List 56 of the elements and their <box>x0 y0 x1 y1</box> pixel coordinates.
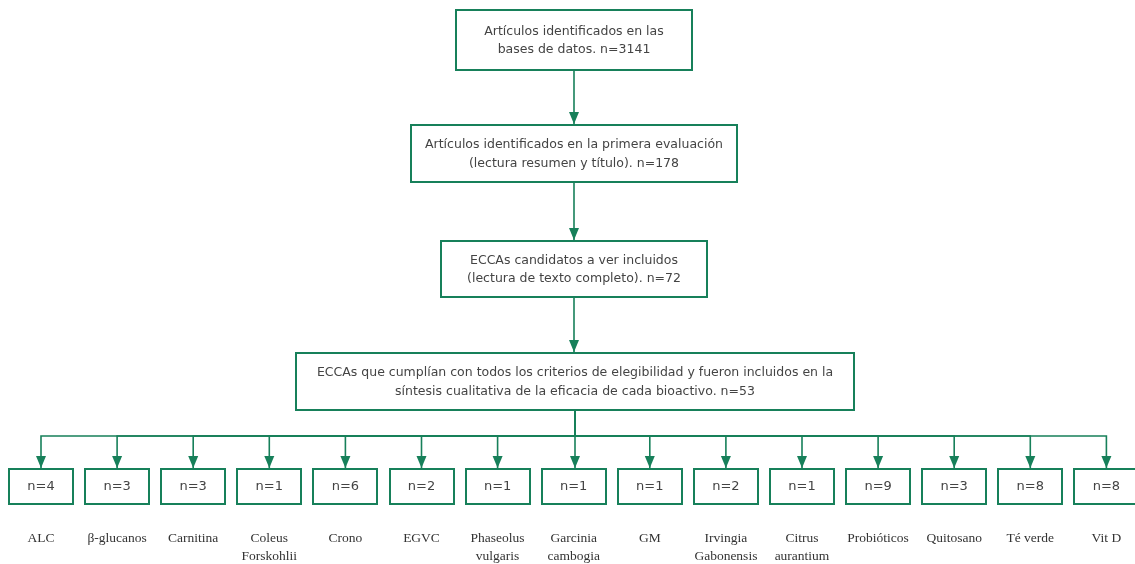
box-text: n=2 <box>712 477 740 496</box>
process-box <box>997 468 1064 505</box>
category-label: GM <box>637 529 662 547</box>
process-box <box>388 468 455 505</box>
process-box <box>160 468 227 505</box>
box-text: n=2 <box>407 477 436 496</box>
process-box <box>464 468 531 505</box>
category-label: EGVC <box>402 529 441 547</box>
process-box <box>312 468 379 505</box>
category-label: Crono <box>327 529 364 547</box>
box-text: n=3 <box>103 477 131 496</box>
box-text: n=1 <box>560 477 588 496</box>
category-label: ALC <box>26 529 56 547</box>
category-label: Té verde <box>1005 529 1056 547</box>
category-label: β-glucanos <box>86 529 148 547</box>
process-box <box>1073 468 1135 505</box>
arrow <box>569 182 579 241</box>
category-label: Quitosano <box>925 529 983 547</box>
arrow <box>569 70 579 125</box>
box-text: n=1 <box>636 477 664 496</box>
box-text: n=6 <box>331 477 360 496</box>
box-text: n=3 <box>940 477 968 496</box>
box-text: ECCAs que cumplían con todos los criterios de elegibilidad y fueron incluidos en la síntesis cualitativa de la eficacia de cada bioactivo. n=53 <box>315 363 835 400</box>
box-text: n=1 <box>255 477 283 496</box>
arrow <box>569 297 579 353</box>
process-box <box>84 468 151 505</box>
box-text: ECCAs candidatos a ver incluidos (lectura de texto completo). n=72 <box>466 250 682 287</box>
category-label: Citrus aurantium <box>773 529 831 564</box>
box-text: n=3 <box>179 477 207 496</box>
box-text: n=8 <box>1092 477 1121 496</box>
category-label: Carnitina <box>167 529 220 547</box>
box-text: n=1 <box>483 477 512 496</box>
process-box <box>845 468 912 505</box>
process-box <box>455 9 693 71</box>
box-text: Artículos identificados en la primera evaluación (lectura resumen y título). n=178 <box>424 135 724 172</box>
box-text: n=1 <box>788 477 816 496</box>
category-label: Coleus Forskohlii <box>240 529 299 564</box>
process-box <box>921 468 988 505</box>
category-label: Garcinia cambogia <box>546 529 601 564</box>
box-text: n=4 <box>27 477 55 496</box>
process-box <box>440 240 708 298</box>
category-label: Irvingia Gabonensis <box>693 529 759 564</box>
process-box <box>236 468 303 505</box>
process-box <box>769 468 835 505</box>
box-text: Artículos identificados en las bases de datos. n=3141 <box>483 21 665 58</box>
process-box <box>616 468 683 505</box>
process-box <box>8 468 74 505</box>
process-box <box>692 468 759 505</box>
box-text: n=9 <box>864 477 892 496</box>
process-box <box>540 468 607 505</box>
box-text: n=8 <box>1016 477 1044 496</box>
process-box <box>295 352 855 411</box>
category-label: Vit D <box>1090 529 1123 547</box>
category-label: Probióticos <box>846 529 910 547</box>
category-label: Phaseolus vulgaris <box>469 529 526 564</box>
process-box <box>410 124 738 183</box>
